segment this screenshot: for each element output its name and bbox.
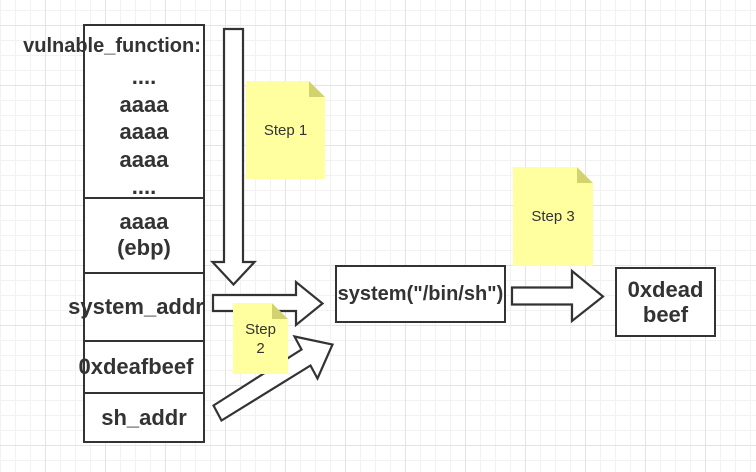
stack-cell-deafbeef: 0xdeafbeef xyxy=(79,339,205,392)
stack-cell-deafbeef-label: 0xdeafbeef xyxy=(78,353,194,379)
note-step-2-line2: 2 xyxy=(256,339,265,357)
stack-row-dots: .... xyxy=(131,64,157,89)
note-step-2: Step 2 xyxy=(233,303,288,374)
result-line1: 0xdead xyxy=(627,277,704,302)
note-step-3-label: Step 3 xyxy=(531,208,575,225)
stack-row-aaaa: aaaa xyxy=(119,146,169,172)
note-fold-icon xyxy=(577,167,593,183)
note-step-3: Step 3 xyxy=(513,167,593,266)
stack-title: vulnable_function: xyxy=(23,35,201,57)
stack-frame-box: vulnable_function: .... aaaa aaaa aaaa .… xyxy=(23,24,205,443)
step3-right-block-arrow xyxy=(510,268,605,324)
stack-cell-system-addr-label: system_addr xyxy=(68,293,204,319)
system-call-box: system("/bin/sh") xyxy=(335,265,506,323)
stack-cell-system-addr: system_addr xyxy=(68,271,205,340)
note-step-1: Step 1 xyxy=(246,81,325,179)
stack-buffer-rows: .... aaaa aaaa aaaa .... xyxy=(85,63,203,201)
result-box: 0xdead beef xyxy=(615,267,716,337)
stack-cell-ebp-line2: (ebp) xyxy=(117,235,171,260)
stack-cell-ebp-line1: aaaa xyxy=(119,209,169,234)
stack-row-aaaa: aaaa xyxy=(119,91,169,117)
system-call-label: system("/bin/sh") xyxy=(337,282,504,305)
stack-cell-sh-addr: sh_addr xyxy=(83,391,205,443)
stack-section-buffer: vulnable_function: .... aaaa aaaa aaaa .… xyxy=(23,26,203,199)
note-step-1-label: Step 1 xyxy=(263,121,308,139)
stack-cell-sh-addr-label: sh_addr xyxy=(101,405,187,430)
note-fold-icon xyxy=(272,303,288,319)
stack-cell-ebp: aaaa (ebp) xyxy=(83,196,205,272)
note-fold-icon xyxy=(309,81,325,97)
note-step-2-line1: Step xyxy=(245,320,276,338)
stack-row-aaaa: aaaa xyxy=(119,119,169,145)
result-line2: beef xyxy=(642,302,689,327)
stack-row-dots: .... xyxy=(131,174,157,200)
